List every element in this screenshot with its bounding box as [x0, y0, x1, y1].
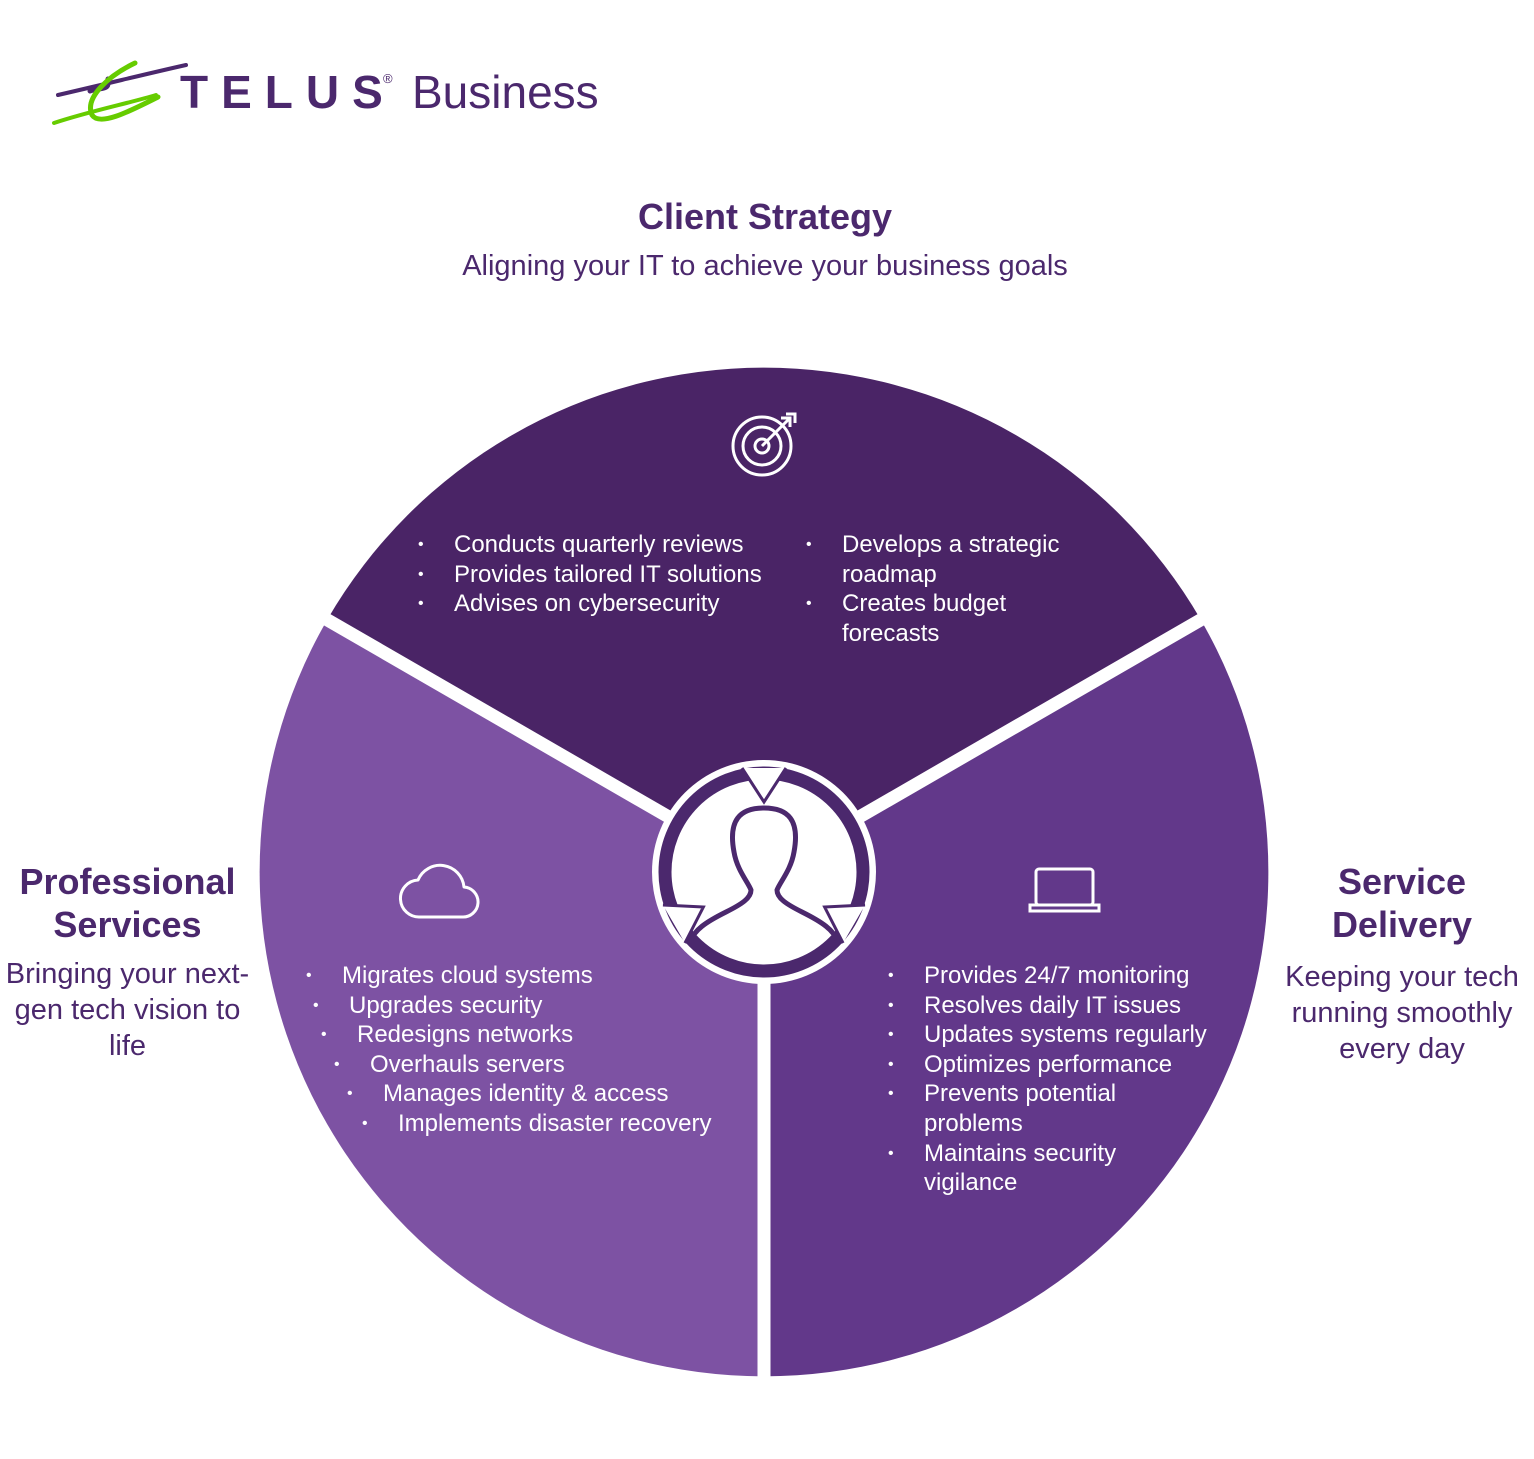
- list-item: Provides tailored IT solutions: [418, 560, 798, 590]
- service-delivery-description: Keeping your tech running smoothly every…: [1285, 961, 1519, 1065]
- list-item: Prevents potential problems: [888, 1079, 1134, 1138]
- list-item: Provides 24/7 monitoring: [888, 961, 1218, 991]
- center-hub: [652, 760, 876, 984]
- list-item: Redesigns networks: [321, 1020, 746, 1050]
- client-strategy-list-col2: Develops a strategic roadmap Creates bud…: [806, 530, 1106, 648]
- list-item: Implements disaster recovery: [362, 1109, 746, 1139]
- person-silhouette-icon: [687, 805, 841, 945]
- telus-swoosh-icon: [52, 60, 188, 125]
- list-item: Advises on cybersecurity: [418, 589, 798, 619]
- professional-services-label: Professional Services Bringing your next…: [0, 860, 255, 1064]
- list-item: Manages identity & access: [347, 1079, 746, 1109]
- telus-business-logo: TELUS ® Business: [52, 60, 599, 125]
- business-wordmark: Business: [412, 66, 599, 118]
- client-strategy-heading: Client Strategy: [637, 196, 893, 237]
- telus-wordmark: TELUS: [180, 66, 396, 118]
- list-item: Migrates cloud systems: [306, 961, 746, 991]
- list-item: Conducts quarterly reviews: [418, 530, 798, 560]
- registered-mark: ®: [383, 71, 393, 86]
- professional-services-list: Migrates cloud systems Upgrades security…: [306, 961, 746, 1139]
- service-delivery-list: Provides 24/7 monitoring Resolves daily …: [888, 961, 1218, 1198]
- list-item: Upgrades security: [313, 991, 746, 1021]
- list-item: Develops a strategic roadmap: [806, 530, 1080, 589]
- client-strategy-label: Client Strategy Aligning your IT to achi…: [440, 195, 1090, 284]
- professional-services-heading: Professional Services: [19, 861, 236, 945]
- client-strategy-description: Aligning your IT to achieve your busines…: [462, 250, 1068, 282]
- service-delivery-label: Service Delivery Keeping your tech runni…: [1270, 860, 1534, 1067]
- list-item: Updates systems regularly: [888, 1020, 1218, 1050]
- list-item: Resolves daily IT issues: [888, 991, 1218, 1021]
- client-strategy-list-col1: Conducts quarterly reviews Provides tail…: [418, 530, 798, 619]
- list-item: Overhauls servers: [334, 1050, 746, 1080]
- list-item: Maintains security vigilance: [888, 1139, 1134, 1198]
- list-item: Creates budget forecasts: [806, 589, 1106, 648]
- cloud-icon: [398, 863, 480, 919]
- target-icon: [731, 412, 797, 477]
- professional-services-description: Bringing your next-gen tech vision to li…: [5, 958, 250, 1062]
- service-delivery-heading: Service Delivery: [1331, 861, 1473, 945]
- laptop-icon: [1028, 867, 1101, 913]
- list-item: Optimizes performance: [888, 1050, 1218, 1080]
